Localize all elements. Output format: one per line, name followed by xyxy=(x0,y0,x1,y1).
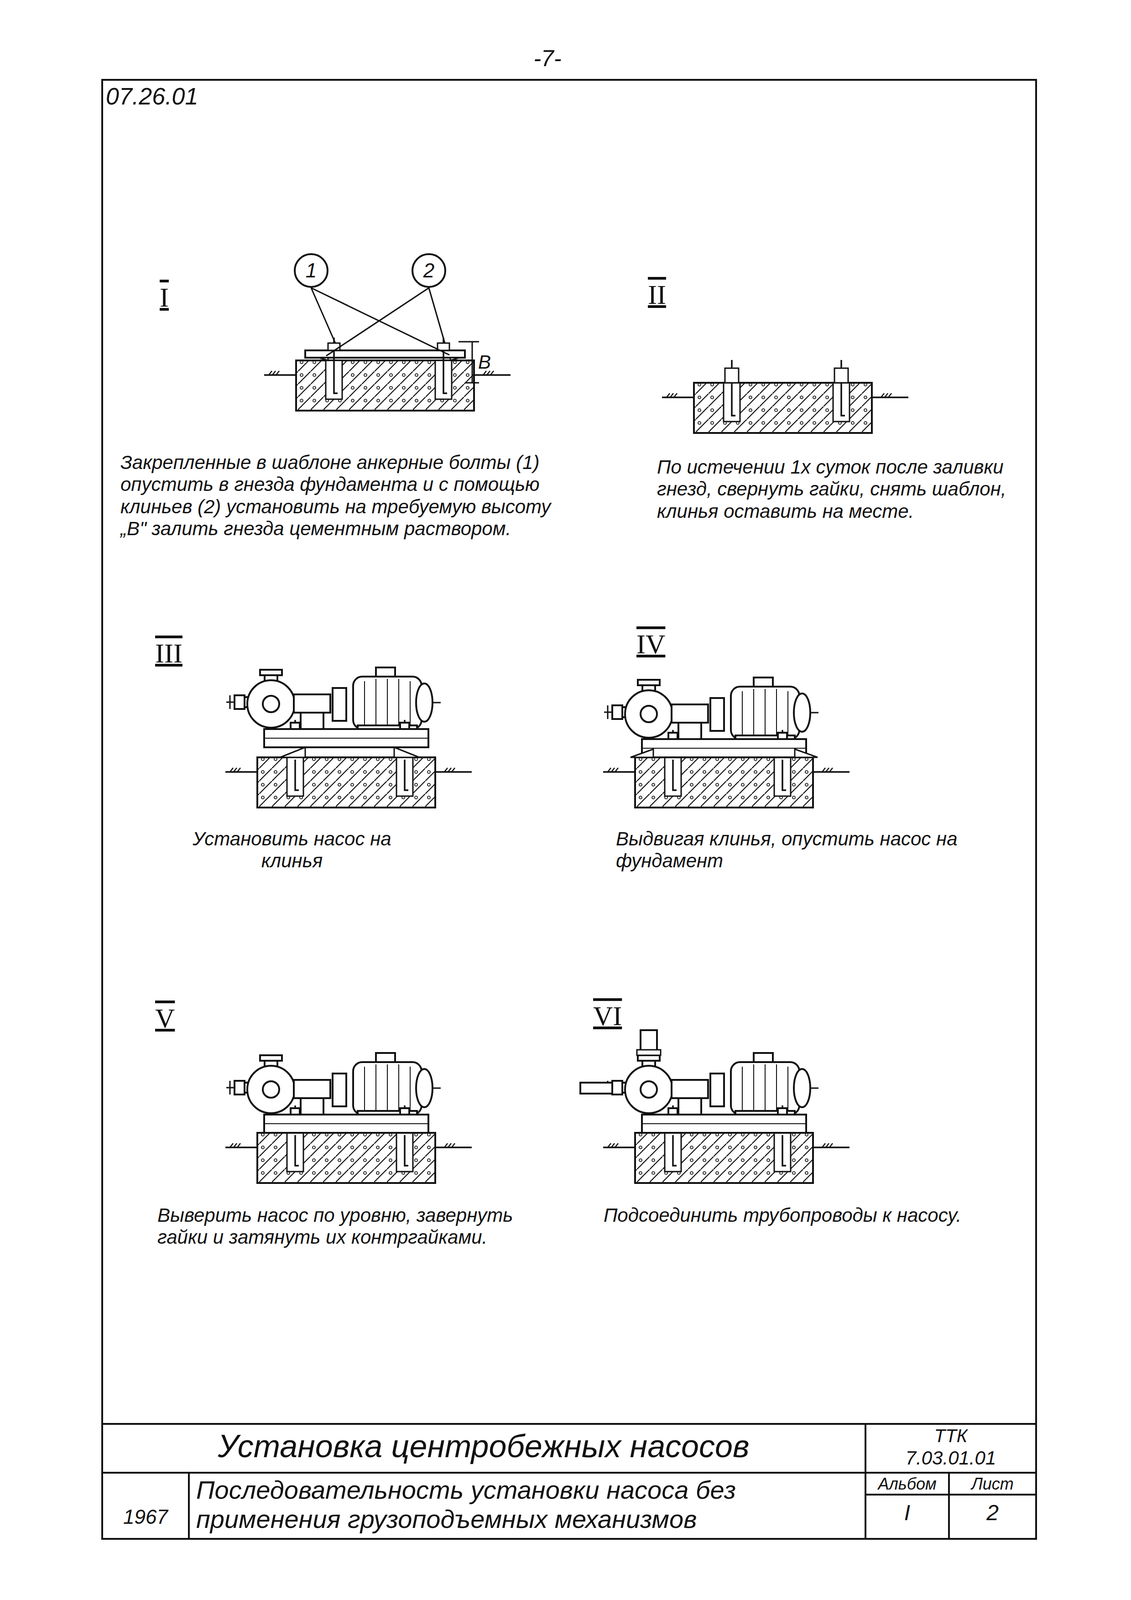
step-caption: Установить насос на клинья xyxy=(173,828,411,873)
step-number: IV xyxy=(636,628,692,661)
step-number: II xyxy=(647,279,694,311)
title-cell: Лист xyxy=(948,1474,1037,1494)
document-code: 07.26.01 xyxy=(105,83,271,111)
callout-number: 1 xyxy=(305,259,317,282)
title-cell: Последовательность установки насоса без … xyxy=(196,1475,858,1535)
step-caption: По истечении 1х суток после заливки гнез… xyxy=(656,456,1022,523)
step-caption: Подсоединить трубопроводы к насосу. xyxy=(599,1204,965,1227)
callout-circle: 2 xyxy=(411,253,447,288)
step-number: VI xyxy=(593,1000,637,1032)
step-caption: Выверить насос по уровню, завернуть гайк… xyxy=(157,1204,569,1249)
title-cell: Установка центробежных насосов xyxy=(114,1428,854,1465)
title-cell: Альбом xyxy=(865,1474,949,1494)
callout-circle: 1 xyxy=(293,253,329,288)
step-number: I xyxy=(159,281,201,314)
step-number: V xyxy=(155,1002,201,1035)
step-number: III xyxy=(155,637,210,670)
title-cell: I xyxy=(865,1500,949,1526)
title-cell: 2 xyxy=(948,1500,1037,1526)
title-cell: ТТК xyxy=(865,1425,1037,1447)
title-cell: 7.03.01.01 xyxy=(865,1447,1037,1470)
step-caption: Закрепленные в шаблоне анкерные болты (1… xyxy=(120,451,573,540)
step-caption: Выдвигая клинья, опустить насос на фунда… xyxy=(615,828,972,873)
dimension-label: В xyxy=(478,351,501,374)
callout-number: 2 xyxy=(423,259,435,282)
page-number: -7- xyxy=(515,45,580,73)
title-cell: 1967 xyxy=(102,1505,189,1529)
